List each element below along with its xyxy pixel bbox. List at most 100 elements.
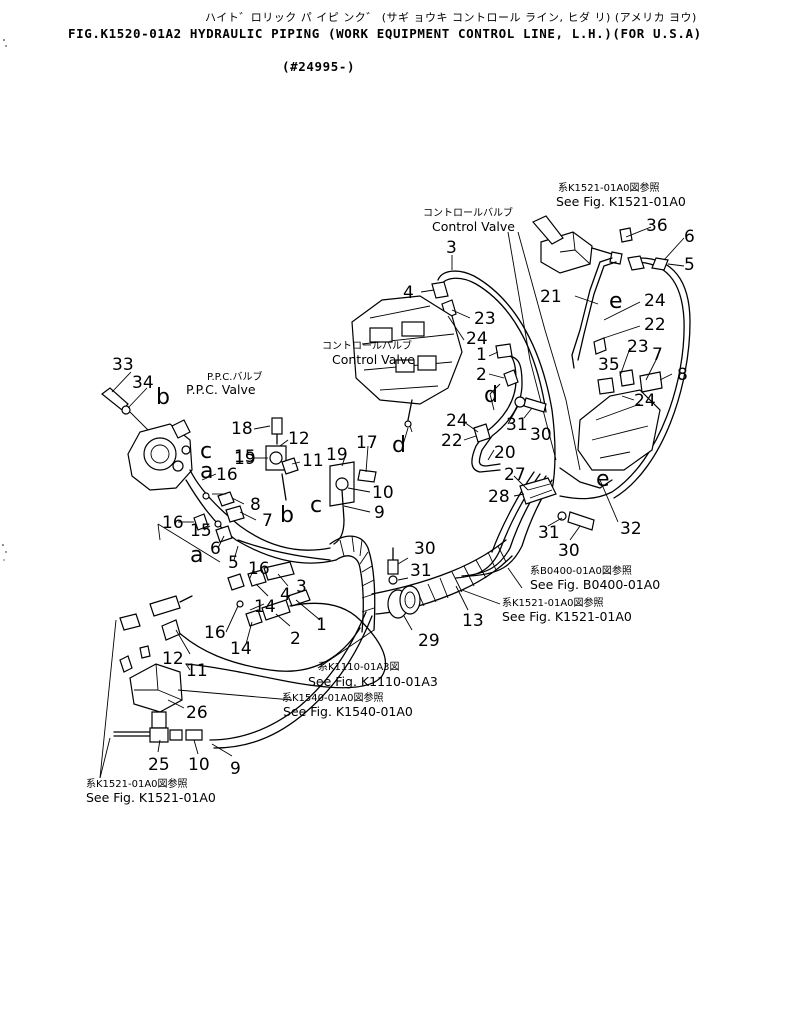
callout-4: 4: [403, 283, 414, 303]
callout-23b: 23: [474, 309, 496, 329]
callout-numbers: 36 6 5 21 24 22 23 35 7 8 24 3 4 23 24 1…: [112, 216, 695, 779]
ref-k1521-top: See Fig. K1521-01A0: [556, 194, 686, 209]
letter-e-bottom: e: [596, 467, 610, 492]
letter-a-hose: a: [190, 543, 203, 568]
callout-2b: 2: [290, 629, 301, 649]
callout-17: 17: [356, 433, 378, 453]
serial-range: (#24995-): [282, 59, 356, 74]
callout-7: 7: [652, 345, 663, 365]
figure-title: FIG.K1520-01A2 HYDRAULIC PIPING (WORK EQ…: [68, 26, 702, 41]
callout-24d: 24: [446, 411, 468, 431]
callout-30c: 30: [414, 539, 436, 559]
callout-22: 22: [644, 315, 666, 335]
letter-b-ppc: b: [156, 385, 170, 410]
bolt-30-lower: [387, 559, 399, 575]
ref-control-valve: Control Valve: [432, 219, 515, 234]
callout-20: 20: [494, 443, 516, 463]
callout-11b: 11: [186, 661, 208, 681]
callout-3b: 3: [296, 577, 307, 597]
callout-24c: 24: [466, 329, 488, 349]
callout-16c: 16: [248, 559, 270, 579]
callout-26: 26: [186, 703, 208, 723]
scan-artifacts: [2, 39, 7, 561]
ref-ppc-valve: P.P.C. Valve: [186, 382, 256, 397]
leader-lines: [99, 226, 685, 779]
hose-9: [209, 611, 367, 741]
callout-19b: 19: [326, 445, 348, 465]
letter-d-left: d: [392, 433, 406, 458]
ref-k1521-bot-jp: 系K1521-01A0図参照: [86, 777, 188, 790]
callout-4b: 4: [280, 585, 291, 605]
callout-12: 12: [288, 429, 310, 449]
callout-14b: 14: [230, 639, 252, 659]
callout-5b: 5: [228, 553, 239, 573]
callout-9b: 9: [230, 759, 241, 779]
letter-c-ppc: c: [200, 439, 212, 464]
callout-21: 21: [540, 287, 562, 307]
callout-8b: 8: [250, 495, 261, 515]
reference-labels: 系K1521-01A0図参照 See Fig. K1521-01A0 コントロー…: [86, 181, 686, 805]
ref-k1521-mid: See Fig. K1521-01A0: [502, 609, 632, 624]
callout-16d: 16: [204, 623, 226, 643]
callout-3: 3: [446, 238, 457, 258]
ref-b0400: See Fig. B0400-01A0: [530, 577, 660, 592]
callout-6: 6: [684, 227, 695, 247]
callout-13: 13: [462, 611, 484, 631]
pipe-19-group: [265, 417, 377, 545]
callout-33: 33: [112, 355, 134, 375]
letter-b-pipe: b: [280, 503, 294, 528]
callout-32: 32: [620, 519, 642, 539]
callout-29: 29: [418, 631, 440, 651]
callout-5: 5: [684, 255, 695, 275]
ref-k1521-mid-jp: 系K1521-01A0図参照: [502, 596, 604, 609]
callout-11: 11: [302, 451, 324, 471]
callout-24b: 24: [634, 391, 656, 411]
callout-31b: 31: [538, 523, 560, 543]
callout-30b: 30: [558, 541, 580, 561]
ref-k1110: See Fig. K1110-01A3: [308, 674, 438, 689]
callout-36: 36: [646, 216, 668, 236]
ref-control-valve2-jp: コントロールバルブ: [322, 339, 412, 352]
letter-a-ppc: a: [200, 459, 213, 484]
callout-15a: 15: [234, 447, 256, 467]
callout-6b: 6: [210, 539, 221, 559]
hose-5-6: [559, 261, 685, 500]
hose-11: [185, 602, 387, 689]
callout-23: 23: [627, 337, 649, 357]
callout-30: 30: [530, 425, 552, 445]
spiral-hose-center: [329, 535, 376, 633]
callout-24: 24: [644, 291, 666, 311]
callout-1: 1: [476, 345, 487, 365]
pipe-21: [571, 257, 613, 369]
callout-14a: 14: [254, 597, 276, 617]
ppc-fittings: [193, 491, 311, 627]
ref-k1540-jp: 系K1540-01A0図参照: [282, 691, 384, 704]
connection-letters: e e d d b c a b c a: [156, 289, 623, 568]
callout-7b: 7: [262, 511, 273, 531]
callout-16a: 16: [216, 465, 238, 485]
ref-k1540: See Fig. K1540-01A0: [283, 704, 413, 719]
callout-31: 31: [506, 415, 528, 435]
callout-22b: 22: [441, 431, 463, 451]
ref-k1110-jp: 系K1110-01A3図: [318, 661, 400, 673]
callout-27: 27: [504, 465, 526, 485]
ref-control-valve-jp: コントロールバルブ: [423, 206, 513, 219]
callout-15b: 15: [190, 521, 212, 541]
figure-title-japanese: ハイト゛ロリック パ イピ ンク゛ (サギ ョウキ コントロール ライン, ヒダ…: [205, 11, 697, 24]
ppc-valve: [101, 387, 193, 491]
pipe-20: [471, 351, 517, 473]
letter-e-top: e: [609, 289, 623, 314]
ref-k1521-top-jp: 系K1521-01A0図参照: [558, 181, 660, 194]
callout-2: 2: [476, 365, 487, 385]
callout-25: 25: [148, 755, 170, 775]
spiral-hose-13: [371, 539, 513, 619]
callout-35: 35: [598, 355, 620, 375]
callout-8: 8: [677, 365, 688, 385]
callout-1b: 1: [316, 615, 327, 635]
callout-10b: 10: [188, 755, 210, 775]
callout-19: 19: [234, 449, 256, 469]
callout-18: 18: [231, 419, 253, 439]
ref-b0400-jp: 系B0400-01A0図参照: [530, 564, 632, 577]
central-control-valve: [351, 295, 463, 449]
